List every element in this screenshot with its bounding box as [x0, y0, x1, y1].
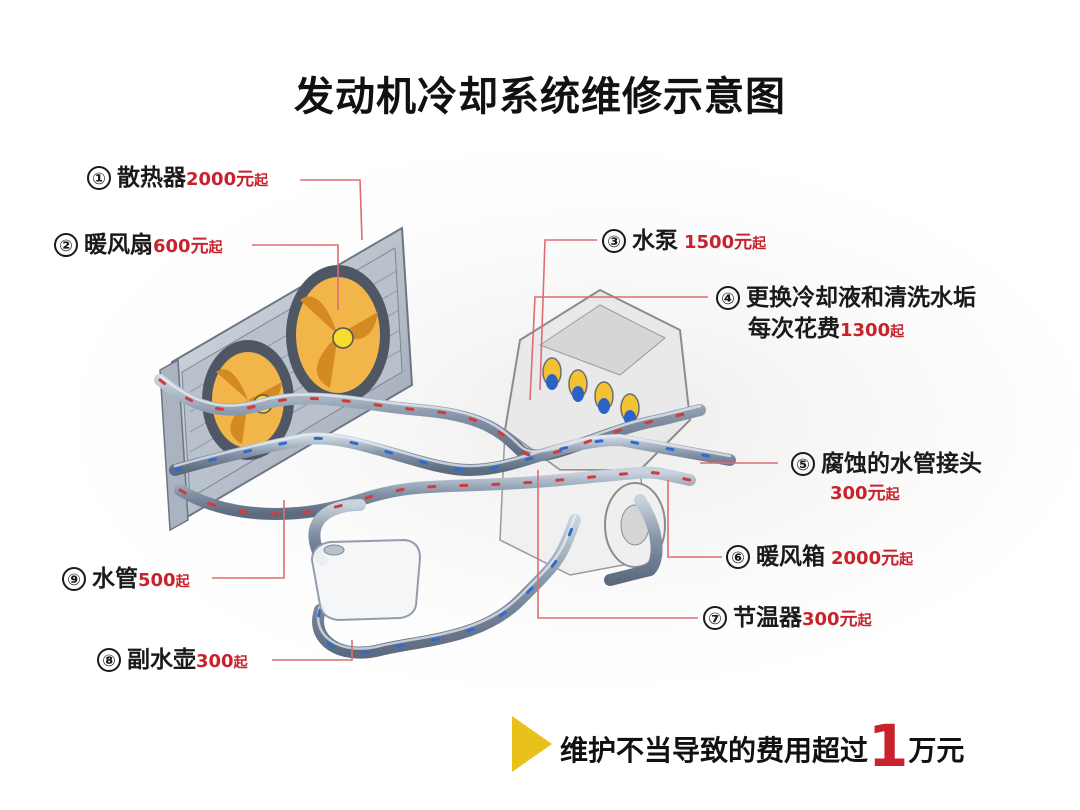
label-number: ③ [602, 229, 626, 253]
label-unit: 起 [254, 173, 269, 189]
bottom-note: 维护不当导致的费用超过1万元 [560, 712, 964, 780]
label-name: 暖风箱 [756, 544, 825, 570]
label-number: ⑤ [791, 452, 815, 476]
label-price: 300元 [830, 483, 886, 504]
label-price: 1300 [840, 320, 891, 341]
page-title: 发动机冷却系统维修示意图 [294, 74, 786, 120]
label-number: ④ [716, 286, 740, 310]
fan-right [286, 265, 390, 405]
label-price: 300 [196, 651, 234, 672]
bottom-note-text: 维护不当导致的费用超过 [560, 734, 869, 767]
label-coolant-change-line2: 每次花费1300起 [748, 316, 904, 345]
label-price: 2000元 [186, 169, 255, 190]
label-price: 300元 [802, 609, 858, 630]
coolant-pipes [154, 374, 736, 659]
label-name: 水泵 [632, 228, 678, 254]
label-price: 2000元 [831, 548, 900, 569]
label-name: 副水壶 [127, 647, 196, 673]
leader-lines [212, 179, 778, 661]
label-price: 1500元 [684, 232, 753, 253]
label-unit: 起 [857, 613, 872, 629]
label-corroded-joint-price: 300元起 [830, 480, 900, 508]
label-price: 500 [138, 570, 176, 591]
label-number: ⑧ [97, 648, 121, 672]
label-unit: 起 [890, 324, 905, 340]
bottom-note-unit: 万元 [908, 734, 965, 767]
label-unit: 起 [175, 574, 190, 590]
label-unit: 起 [899, 552, 914, 568]
label-unit: 起 [208, 240, 223, 256]
bottom-note-number: 1 [868, 712, 909, 780]
label-number: ⑦ [703, 606, 727, 630]
overflow-tank [310, 538, 422, 622]
label-unit: 起 [885, 487, 900, 503]
label-name: 暖风扇 [84, 232, 153, 258]
label-unit: 起 [233, 655, 248, 671]
label-name: 散热器 [117, 165, 186, 191]
triangle-arrow-icon [512, 716, 552, 772]
label-name: 水管 [92, 566, 138, 592]
label-name: 更换冷却液和清洗水垢 [746, 285, 976, 311]
label-number: ⑥ [726, 545, 750, 569]
label-number: ⑨ [62, 567, 86, 591]
label-name: 腐蚀的水管接头 [821, 451, 982, 477]
label-line2: 每次花费 [748, 316, 840, 342]
label-number: ① [87, 166, 111, 190]
label-price: 600元 [153, 236, 209, 257]
label-unit: 起 [752, 236, 767, 252]
label-name: 节温器 [733, 605, 802, 631]
label-number: ② [54, 233, 78, 257]
